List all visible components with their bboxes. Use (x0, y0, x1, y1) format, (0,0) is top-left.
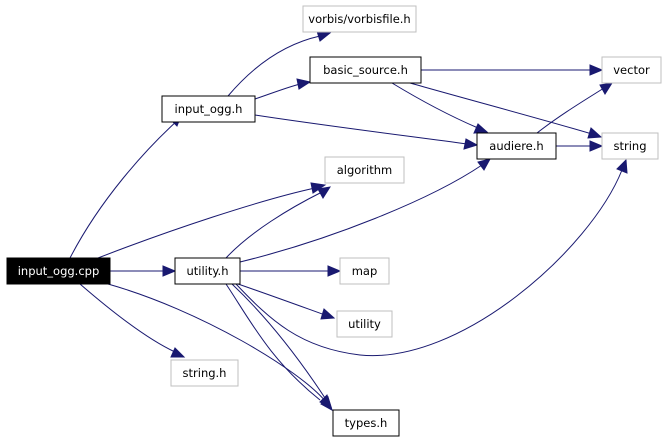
node-label: vector (613, 63, 650, 77)
node-input-ogg-cpp[interactable]: input_ogg.cpp (6, 257, 111, 285)
node-label: audiere.h (489, 139, 543, 153)
edge-input-ogg-cpp-to-utility-h (110, 265, 177, 277)
node-label: string.h (183, 366, 227, 380)
node-utility[interactable]: utility (336, 310, 393, 338)
node-basic-source-h[interactable]: basic_source.h (309, 56, 422, 84)
edge-basic-source-h-to-vector (421, 64, 604, 76)
node-map[interactable]: map (339, 257, 390, 285)
edge-utility-h-to-algorithm (225, 186, 332, 259)
node-string-h[interactable]: string.h (170, 359, 239, 387)
edge-input-ogg-cpp-to-algorithm (97, 182, 327, 259)
node-types-h[interactable]: types.h (332, 409, 400, 437)
edge-input-ogg-h-to-audiere-h (254, 114, 479, 150)
node-vector[interactable]: vector (601, 56, 662, 84)
edge-utility-h-to-map (240, 265, 342, 277)
edge-basic-source-h-to-audiere-h (391, 82, 489, 134)
edges (69, 30, 628, 412)
edge-input-ogg-cpp-to-string-h (79, 283, 186, 358)
edge-utility-h-to-utility (237, 283, 336, 320)
node-label: algorithm (337, 163, 393, 177)
node-label: input_ogg.cpp (18, 264, 100, 278)
node-label: utility (348, 317, 381, 331)
edge-utility-h-to-string (235, 158, 628, 357)
node-utility-h[interactable]: utility.h (174, 257, 241, 285)
edge-audiere-h-to-string (556, 140, 604, 152)
node-string[interactable]: string (601, 132, 659, 160)
node-label: map (352, 264, 378, 278)
node-label: basic_source.h (323, 63, 408, 77)
node-label: types.h (345, 416, 388, 430)
node-input-ogg-h[interactable]: input_ogg.h (161, 95, 256, 123)
node-algorithm[interactable]: algorithm (324, 156, 405, 184)
node-label: vorbis/vorbisfile.h (308, 12, 410, 26)
nodes: input_ogg.cpp input_ogg.h vorbis/vorbisf… (6, 5, 662, 437)
node-label: string (613, 139, 646, 153)
edge-input-ogg-cpp-to-input-ogg-h (69, 111, 183, 259)
edge-input-ogg-h-to-basic-source-h (254, 78, 312, 100)
node-vorbisfile-h[interactable]: vorbis/vorbisfile.h (302, 5, 417, 33)
edge-basic-source-h-to-string (409, 82, 603, 139)
node-label: input_ogg.h (175, 102, 243, 116)
node-audiere-h[interactable]: audiere.h (476, 132, 557, 160)
edge-utility-h-to-types-h (225, 283, 332, 408)
edge-input-ogg-cpp-to-types-h (107, 283, 333, 412)
edge-utility-h-to-audiere-h (239, 158, 491, 263)
edge-audiere-h-to-vector (536, 82, 614, 134)
node-label: utility.h (186, 264, 228, 278)
